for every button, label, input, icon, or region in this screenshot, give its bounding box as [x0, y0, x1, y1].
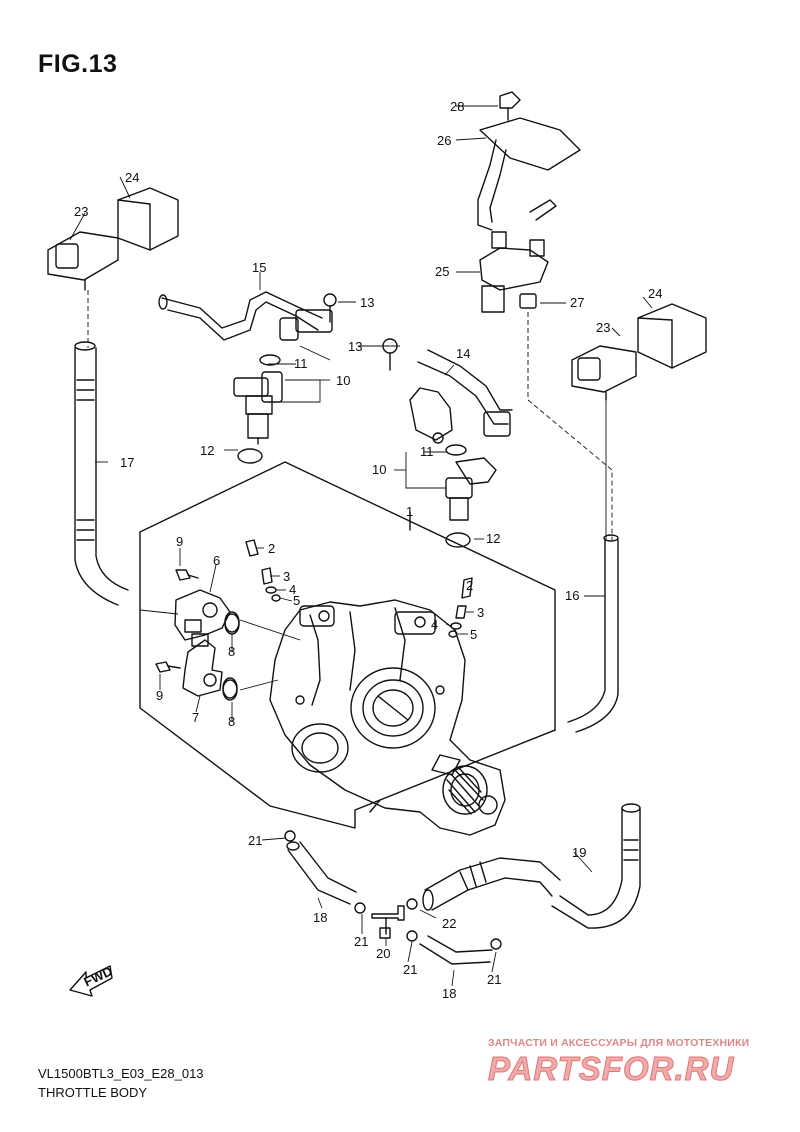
callout-25: 25 — [435, 264, 449, 279]
seal-12-right — [445, 532, 471, 548]
callout-10b: 10 — [372, 462, 386, 477]
callout-3a: 3 — [283, 569, 290, 584]
diagram-code: VL1500BTL3_E03_E28_013 — [38, 1066, 204, 1081]
fuel-injector-right — [445, 444, 497, 521]
callout-16: 16 — [565, 588, 579, 603]
throttle-body-assembly — [269, 599, 506, 836]
callout-28: 28 — [450, 99, 464, 114]
callout-11a: 11 — [294, 356, 308, 371]
seal-12-left — [237, 448, 263, 464]
callout-9b: 9 — [156, 688, 163, 703]
callout-13a: 13 — [360, 295, 374, 310]
assembly-frame-outline — [139, 461, 556, 829]
t-joint-20 — [371, 905, 405, 939]
watermark-tagline: ЗАПЧАСТИ И АКСЕССУАРЫ ДЛЯ МОТОТЕХНИКИ — [488, 1037, 750, 1049]
clamp-21d — [490, 938, 502, 950]
callout-24a: 24 — [125, 170, 139, 185]
clamp-22-joint — [406, 898, 418, 910]
nut-28 — [499, 91, 521, 121]
o-ring-8a — [224, 611, 240, 633]
fuel-injector-left — [233, 354, 283, 445]
callout-14: 14 — [456, 346, 470, 361]
callout-21d: 21 — [487, 972, 501, 987]
callout-18b: 18 — [442, 986, 456, 1001]
callout-20: 20 — [376, 946, 390, 961]
bolt-13-upper — [323, 293, 337, 323]
leader-lines — [69, 105, 653, 987]
callout-22: 22 — [442, 916, 456, 931]
callout-7: 7 — [192, 710, 199, 725]
connector-23-left — [47, 231, 119, 291]
callout-23a: 23 — [74, 204, 88, 219]
clip-27 — [519, 293, 537, 309]
callout-17: 17 — [120, 455, 134, 470]
callout-5b: 5 — [470, 627, 477, 642]
air-screw-set-right — [448, 577, 473, 638]
hose-18-right — [419, 935, 493, 965]
hose-18-left — [286, 841, 357, 905]
connector-23-right — [571, 345, 637, 401]
clamp-21b — [354, 902, 366, 914]
callout-8a: 8 — [228, 644, 235, 659]
fwd-arrow-icon — [69, 965, 113, 997]
fuel-delivery-pipe — [158, 291, 333, 341]
callout-26: 26 — [437, 133, 451, 148]
callout-11b: 11 — [420, 444, 434, 459]
callout-12b: 12 — [486, 531, 500, 546]
clamp-21a — [284, 830, 296, 842]
callout-24b: 24 — [648, 286, 662, 301]
callout-23b: 23 — [596, 320, 610, 335]
callout-21a: 21 — [248, 833, 262, 848]
cover-24-right — [637, 303, 707, 369]
watermark-brand: PARTSFOR.RU — [487, 1050, 735, 1088]
callout-4b: 4 — [431, 617, 438, 632]
callout-10a: 10 — [336, 373, 350, 388]
cover-24-left — [117, 187, 179, 251]
callout-2a: 2 — [268, 541, 275, 556]
solenoid-valve-25 — [479, 231, 549, 313]
callout-5a: 5 — [293, 593, 300, 608]
callout-19: 19 — [572, 845, 586, 860]
callout-2b: 2 — [466, 578, 473, 593]
hose-16 — [567, 534, 619, 733]
figure-title: FIG.13 — [38, 50, 118, 78]
callout-9a: 9 — [176, 534, 183, 549]
callout-12a: 12 — [200, 443, 214, 458]
callout-21c: 21 — [403, 962, 417, 977]
callout-15: 15 — [252, 260, 266, 275]
callout-18a: 18 — [313, 910, 327, 925]
hose-17 — [74, 341, 129, 606]
hose-22 — [422, 857, 561, 911]
bolt-13-lower — [382, 338, 398, 371]
clamp-21c — [406, 930, 418, 942]
callout-13b: 13 — [348, 339, 362, 354]
callout-3b: 3 — [477, 605, 484, 620]
throttle-position-sensor — [174, 589, 240, 641]
callout-6: 6 — [213, 553, 220, 568]
callout-21b: 21 — [354, 934, 368, 949]
bracket-26 — [477, 117, 581, 231]
diagram-name: THROTTLE BODY — [38, 1085, 148, 1100]
callout-27: 27 — [570, 295, 584, 310]
screw-9 — [155, 569, 199, 673]
callout-8b: 8 — [228, 714, 235, 729]
callout-4a: 4 — [289, 582, 296, 597]
hose-19 — [551, 803, 641, 929]
callout-1: 1 — [406, 504, 413, 519]
fuel-pipe-14 — [409, 349, 513, 444]
o-ring-8b — [222, 679, 238, 701]
